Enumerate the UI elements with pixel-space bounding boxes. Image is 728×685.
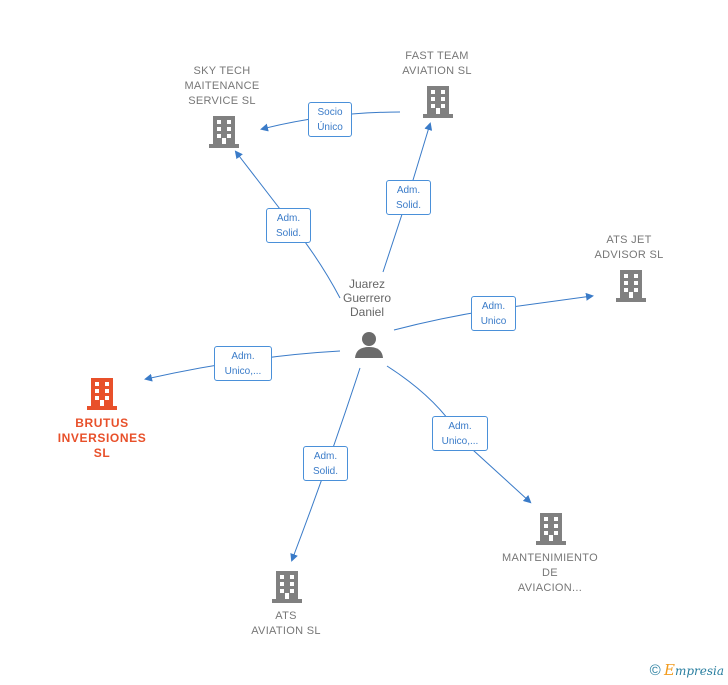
relation-adm-fastteam[interactable]: Adm. Solid. (386, 180, 431, 215)
building-icon-ats[interactable] (272, 571, 302, 603)
relation-adm-atsjet[interactable]: Adm. Unico (471, 296, 516, 331)
empresia-logo[interactable]: © Empresia (650, 661, 724, 679)
copyright-icon: © (649, 662, 661, 679)
relation-adm-brutus[interactable]: Adm. Unico,... (214, 346, 272, 381)
building-icon-fastteam[interactable] (423, 86, 453, 118)
relation-adm-skytech[interactable]: Adm. Solid. (266, 208, 311, 243)
relation-socio-unico[interactable]: Socio Único (308, 102, 352, 137)
relation-adm-mantenimiento[interactable]: Adm. Unico,... (432, 416, 488, 451)
company-label-ats[interactable]: ATS AVIATION SL (251, 610, 321, 637)
building-icon-mantenimiento[interactable] (536, 513, 566, 545)
building-icon-brutus[interactable] (87, 378, 117, 410)
company-label-fastteam[interactable]: FAST TEAM AVIATION SL (402, 50, 472, 77)
company-label-skytech[interactable]: SKY TECH MAITENANCE SERVICE SL (184, 65, 260, 107)
company-label-brutus[interactable]: BRUTUS INVERSIONES SL (57, 416, 147, 460)
person-label[interactable]: Juarez Guerrero Daniel (342, 277, 392, 319)
company-label-atsjet[interactable]: ATS JET ADVISOR SL (594, 234, 664, 261)
building-icon-atsjet[interactable] (616, 270, 646, 302)
person-icon[interactable] (355, 332, 383, 358)
brand-name: mpresia (674, 664, 724, 678)
brand-initial: E (663, 661, 675, 679)
company-label-mantenimiento[interactable]: MANTENIMIENTO DE AVIACION... (502, 552, 598, 594)
relation-adm-ats[interactable]: Adm. Solid. (303, 446, 348, 481)
building-icon-skytech[interactable] (209, 116, 239, 148)
